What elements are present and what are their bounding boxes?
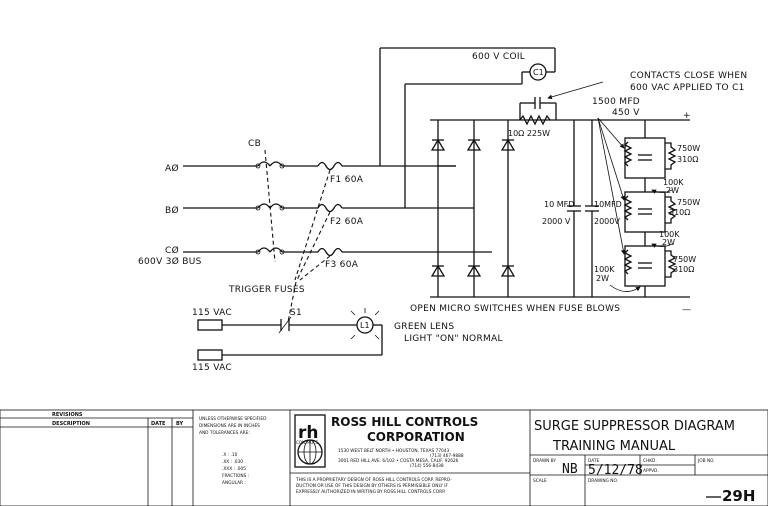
r100k-mid-watts: 2W <box>662 238 675 247</box>
description-heading: DESCRIPTION <box>52 421 90 427</box>
company-phone-1: (713) 467-9888 <box>430 453 464 459</box>
fuse-f2-label: F2 60A <box>330 217 364 227</box>
cap10-right-value: 10MFD <box>594 200 622 209</box>
tol-xxx: .XXX : .005 <box>222 466 246 472</box>
date-heading: DATE <box>151 421 166 427</box>
cap10-left-value: 10 MFD <box>544 200 574 209</box>
c1-label: C1 <box>533 68 544 77</box>
minus-terminal: — <box>682 305 691 315</box>
by-heading: BY <box>176 421 184 427</box>
drawing-subtitle: TRAINING MANUAL <box>552 439 676 454</box>
company-address-2: 3001 RED HILL AVE. 6/102 • COSTA MESA, C… <box>338 458 459 464</box>
company-name-line1: ROSS HILL CONTROLS <box>331 415 478 429</box>
r100k-top-watts: 2W <box>666 186 679 195</box>
tol-xx: .XX : .030 <box>222 459 243 465</box>
r750-mid-ohms: 310Ω <box>669 208 690 217</box>
vac-bottom-label: 115 VAC <box>192 363 232 373</box>
r100k-bot-watts: 2W <box>596 274 609 283</box>
resistor-10-label: 10Ω 225W <box>508 129 550 138</box>
lamp-l1-icon <box>350 308 380 340</box>
cap10-left-voltage: 2000 V <box>542 217 571 226</box>
cap10-right-voltage: 2000V <box>594 217 620 226</box>
lamp-l1-label: L1 <box>360 321 370 330</box>
bus-label: 600V 3Ø BUS <box>138 256 202 267</box>
contacts-symbol <box>519 81 604 120</box>
green-lens-label: GREEN LENS <box>394 322 454 332</box>
drawing-title: SURGE SUPPRESSOR DIAGRAM <box>534 419 735 434</box>
cap-450v-label: 450 V <box>612 108 640 118</box>
drawn-by-label: DRAWN BY <box>533 458 556 464</box>
sheet-number: 29H <box>722 487 755 505</box>
phase-b-label: BØ <box>165 205 179 216</box>
r100k-bot-value: 100K <box>594 265 615 274</box>
company-phone-2: (714) 556-8438 <box>410 463 444 469</box>
date-label: DATE <box>588 458 599 464</box>
proprietary-line-3: EXPRESSLY AUTHORIZED IN WRITING BY ROSS … <box>296 489 446 495</box>
cb-label: CB <box>248 139 261 149</box>
fuse-f3-label: F3 60A <box>325 260 359 270</box>
title-block <box>0 409 768 506</box>
bank-arrows <box>597 117 673 292</box>
tolerance-line-3: AND TOLERANCES ARE: <box>199 430 250 436</box>
micro-switches-note: OPEN MICRO SWITCHES WHEN FUSE BLOWS <box>410 304 620 314</box>
contacts-note-line2: 600 VAC APPLIED TO C1 <box>630 83 745 93</box>
contacts-note-line1: CONTACTS CLOSE WHEN <box>630 71 747 81</box>
r750-mid-watts: 750W <box>677 198 700 207</box>
checked-label: CHKD. <box>643 458 657 464</box>
vac-top-label: 115 VAC <box>192 308 232 318</box>
capacitor-bank <box>623 120 677 297</box>
phase-a-label: AØ <box>165 163 179 174</box>
scale-label: SCALE <box>533 478 547 484</box>
proprietary-line-2: DUCTION OR USE OF THIS DESIGN BY OTHERS … <box>296 483 449 489</box>
logo-subtext: CONTROLS <box>296 440 319 445</box>
switch-s1-label: S1 <box>290 308 302 318</box>
approved-label: APPVD. <box>643 468 659 474</box>
logo-text: rh <box>298 423 319 443</box>
coil-c1-icon <box>529 63 547 81</box>
r750-bot-ohms: 310Ω <box>673 265 694 274</box>
tol-fractions: FRACTIONS : <box>222 473 249 479</box>
plus-terminal: + <box>683 111 691 121</box>
r750-top-watts: 750W <box>677 144 700 153</box>
tol-angular: ANGULAR : <box>222 480 246 486</box>
r750-top-ohms: 310Ω <box>677 155 698 164</box>
r100k-top-value: 100K <box>663 178 684 187</box>
drawing-no-label: DRAWING NO. <box>588 478 618 484</box>
company-logo: rh CONTROLS <box>294 414 326 468</box>
company-address-1: 1530 WEST BELT NORTH • HOUSTON, TEXAS 77… <box>338 448 450 454</box>
revisions-heading: REVISIONS <box>52 412 83 418</box>
drawn-by-value: NB <box>562 462 578 477</box>
proprietary-line-1: THIS IS A PROPRIETARY DESIGN OF ROSS HIL… <box>295 477 452 483</box>
tol-x: .X : .10 <box>222 452 238 458</box>
company-name-line2: CORPORATION <box>367 430 465 444</box>
job-no-label: JOB NO. <box>697 458 715 464</box>
phase-c-label: CØ <box>165 245 179 256</box>
tolerance-line-1: UNLESS OTHERWISE SPECIFIED <box>199 416 267 422</box>
date-value: 5/12/78 <box>588 463 643 478</box>
fuse-f1-label: F1 60A <box>330 175 364 185</box>
diode-bridge <box>430 119 690 298</box>
capacitors-10mfd <box>567 120 599 297</box>
light-on-normal-label: LIGHT "ON" NORMAL <box>404 334 503 344</box>
r100k-mid-value: 100K <box>659 230 680 239</box>
cap-1500-label: 1500 MFD <box>592 97 640 107</box>
tolerance-line-2: DIMENSIONS ARE IN INCHES <box>199 423 260 429</box>
coil-label: 600 V COIL <box>472 52 525 62</box>
trigger-fuses-label: TRIGGER FUSES <box>228 285 305 295</box>
phase-lines <box>183 47 556 323</box>
resistor-10-ohm <box>519 114 551 126</box>
r750-bot-watts: 750W <box>673 255 696 264</box>
control-circuit <box>197 316 383 361</box>
